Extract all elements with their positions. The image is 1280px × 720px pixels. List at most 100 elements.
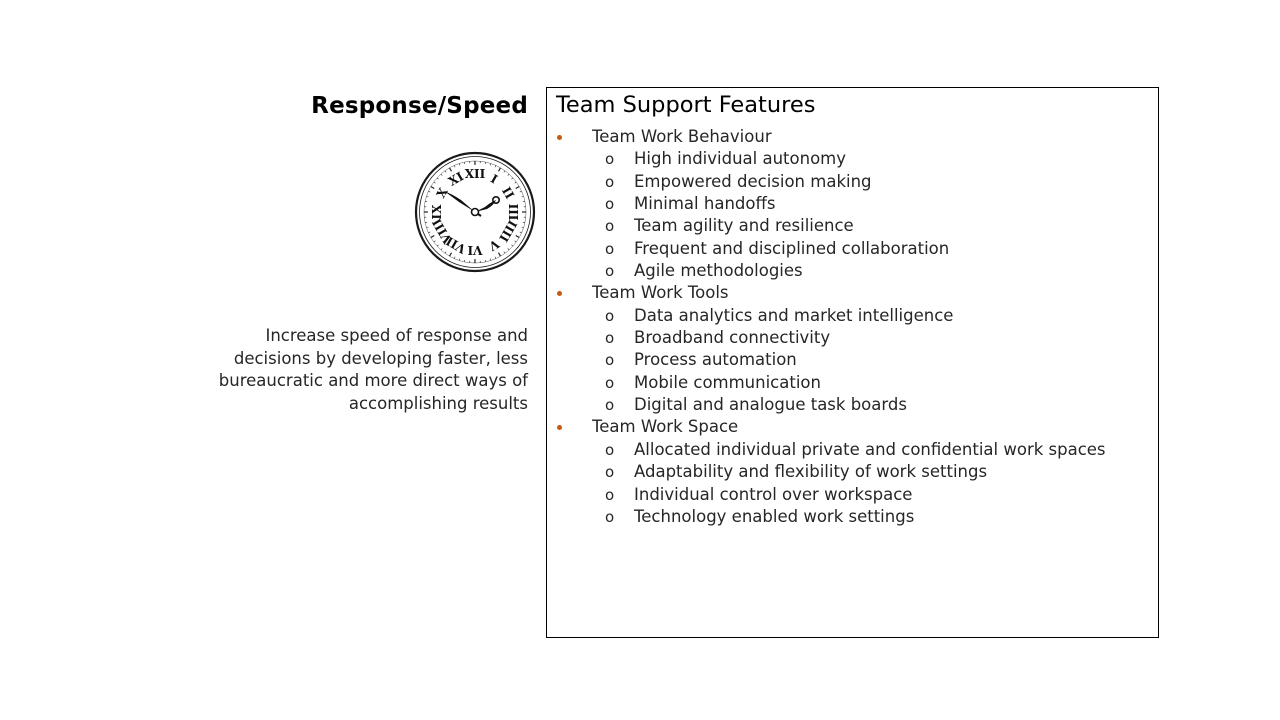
list-item-label: Allocated individual private and confide… [634,439,1106,459]
sub-bullet-icon: o [605,440,615,459]
clock-tick [428,231,431,234]
clock-tick [494,165,497,168]
list-item-label: Technology enabled work settings [634,506,915,526]
clock-numeral: III [506,204,520,221]
clock-tick [514,240,517,243]
clock-tick [511,177,514,180]
list-item-label: Data analytics and market intelligence [634,305,954,325]
clock-tick [453,165,456,168]
bullet-dot-icon [557,135,562,140]
sub-bullet-icon: o [605,195,615,214]
sub-bullet-icon: o [605,373,615,392]
clock-tick [433,240,436,243]
clock-tick [458,258,461,261]
list-item: o Adaptability and flexibility of work se… [547,461,1158,483]
clock-tick [515,185,520,190]
list-item-label: Process automation [634,350,797,370]
clock-tick [519,231,522,234]
clock-tick [494,256,497,259]
sub-bullet-icon: o [605,262,615,281]
sub-bullet-icon: o [605,351,615,370]
sub-bullet-icon: o [605,463,615,482]
clock-inner-rim [419,156,531,268]
sub-bullet-icon: o [605,217,615,236]
clock-hour-hand [475,200,496,212]
section-heading: Team Work Tools [547,282,1158,304]
clock-tick [433,181,436,184]
clock-numeral: XI [446,169,466,189]
sub-bullet-icon: o [605,329,615,348]
list-item: o Data analytics and market intelligence [547,305,1158,327]
section-description: Increase speed of response and decisions… [218,326,528,414]
clock-tick [521,195,524,198]
list-item: o High individual autonomy [547,148,1158,170]
list-item: o Allocated individual private and confid… [547,439,1158,461]
sub-bullet-icon: o [605,396,615,415]
clock-numeral: IX [430,204,444,220]
clock-minute-hand [444,191,475,212]
list-item: o Frequent and disciplined collaboration [547,238,1158,260]
clock-numeral: VI [467,243,483,257]
clock-tick [428,190,431,193]
clock-tick [521,226,524,229]
panel-title: Team Support Features [556,92,816,118]
section-title: Response/Speed [311,93,528,119]
bullet-dot-icon [557,425,562,431]
clock-tick [503,170,506,173]
list-item-label: Adaptability and flexibility of work set… [634,462,988,482]
list-item-label: High individual autonomy [634,149,847,169]
list-item-label: Team agility and resilience [634,216,854,236]
feature-list: Team Work Behaviour o High individual auto… [547,126,1158,528]
clock-tick [489,163,492,166]
clock-tick [448,252,453,257]
section-heading: Team Work Behaviour [547,126,1158,148]
sub-bullet-icon: o [605,172,615,191]
sub-bullet-icon: o [605,507,615,526]
list-item-label: Agile methodologies [634,261,803,281]
list-item: o Team agility and resilience [547,215,1158,237]
section-heading: Team Work Space [547,416,1158,438]
clock-tick [507,248,510,251]
list-item-label: Broadband connectivity [634,328,831,348]
clock-tick [436,177,439,180]
list-item-label: Frequent and disciplined collaboration [634,238,950,258]
clock-tick [514,181,517,184]
clock-tick [448,167,453,172]
list-item: o Empowered decision making [547,171,1158,193]
bullet-dot-icon [557,291,562,297]
clock-tick [507,173,510,176]
list-item: o Process automation [547,349,1158,371]
list-item: o Technology enabled work settings [547,506,1158,528]
clock-tick [444,251,447,254]
sub-bullet-icon: o [605,485,615,504]
list-item: o Digital and analogue task boards [547,394,1158,416]
list-item-label: Empowered decision making [634,171,872,191]
clock-tick [430,185,435,190]
list-item-label: Minimal handoffs [634,194,776,214]
list-item-label: Digital and analogue task boards [634,395,907,415]
clock-tick [519,190,522,193]
list-item: o Agile methodologies [547,260,1158,282]
section-heading-label: Team Work Space [592,417,739,437]
clock-tick [503,251,506,254]
list-item-label: Mobile communication [634,372,821,392]
clock-tick [489,258,492,261]
sub-bullet-icon: o [605,150,615,169]
list-item: o Broadband connectivity [547,327,1158,349]
clock-center-pin [470,207,480,217]
clock-tick [497,167,502,172]
section-heading-label: Team Work Behaviour [592,127,772,146]
sub-bullet-icon: o [605,306,615,325]
list-item: o Mobile communication [547,372,1158,394]
sub-bullet-icon: o [605,239,615,258]
clock-tick [440,173,443,176]
clock-tick [426,226,429,229]
features-panel: Team Support Features Team Work Behaviou… [546,87,1159,638]
list-item-label: Individual control over workspace [634,484,913,504]
clock-tick [458,163,461,166]
section-heading-label: Team Work Tools [592,283,729,303]
clock-numeral: XII [465,167,486,181]
list-item: o Individual control over workspace [547,484,1158,506]
